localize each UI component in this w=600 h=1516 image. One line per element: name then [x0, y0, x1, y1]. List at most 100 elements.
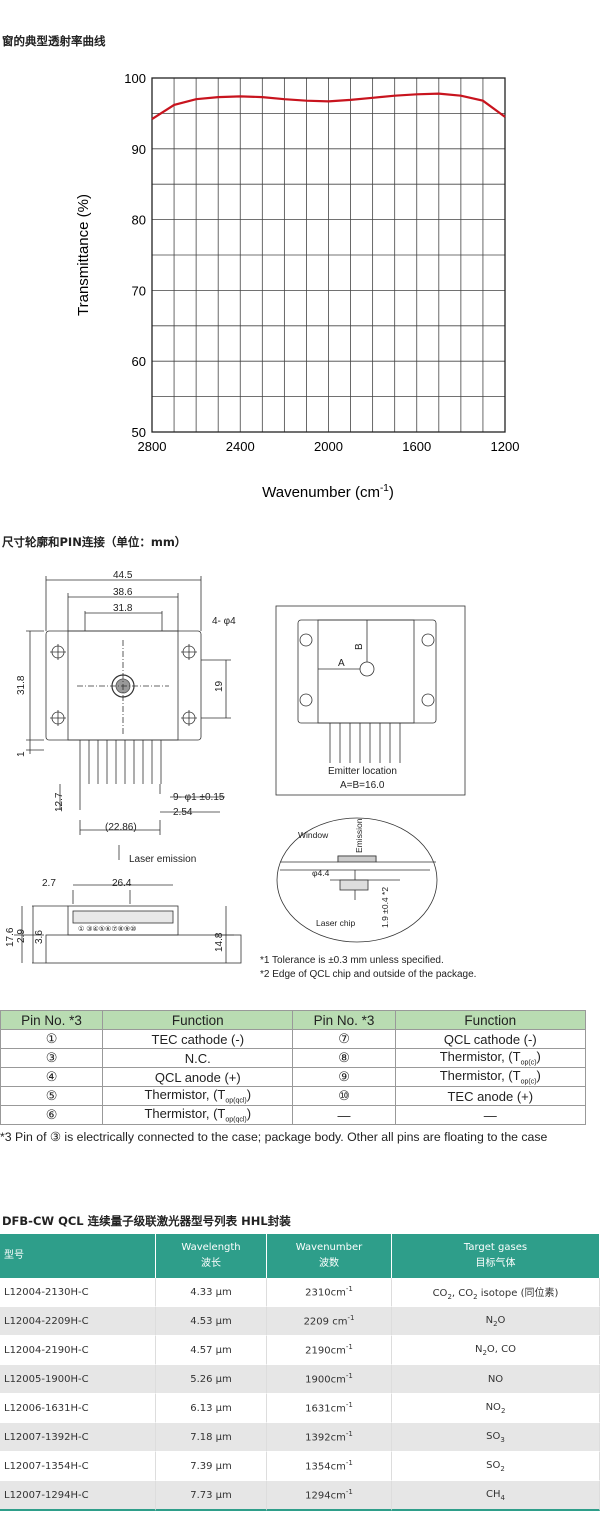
- pin-cell: —: [292, 1105, 396, 1125]
- phi-4-4-label: φ4.4: [312, 868, 330, 878]
- dim-4-phi4: 4- φ4: [212, 616, 236, 627]
- model-cell: 7.39 μm: [156, 1452, 267, 1481]
- pin-cell: Thermistor, (Top(qcl)): [102, 1086, 294, 1106]
- dim-2-7: 2.7: [42, 878, 56, 889]
- model-cell: L12007-1354H-C: [0, 1452, 156, 1481]
- model-cell: L12005-1900H-C: [0, 1365, 156, 1394]
- model-cell: 1354cm-1: [267, 1452, 392, 1481]
- pin-cell: TEC anode (+): [394, 1086, 587, 1106]
- model-cell: 7.73 μm: [156, 1481, 267, 1511]
- dim-2-54: 2.54: [173, 807, 193, 818]
- model-cell: 4.53 μm: [156, 1307, 267, 1336]
- section-title-model-list: DFB-CW QCL 连续量子级联激光器型号列表 HHL封装: [2, 1214, 291, 1228]
- window-label: Window: [298, 830, 329, 840]
- pin-header-2: Function: [102, 1010, 294, 1030]
- pin-cell: —: [394, 1105, 587, 1125]
- chart-xtick-label: 2400: [226, 439, 255, 454]
- dim-12-7: 12.7: [54, 792, 65, 812]
- model-cell: 6.13 μm: [156, 1394, 267, 1423]
- pin-cell: QCL cathode (-): [394, 1029, 587, 1049]
- emission-label: Emission: [354, 818, 364, 853]
- model-cell: 4.57 μm: [156, 1336, 267, 1365]
- pin-table: Pin No. *3 Function Pin No. *3 Function …: [0, 1010, 587, 1125]
- section-title-transmittance: 窗的典型透射率曲线: [2, 34, 106, 48]
- model-cell: 1294cm-1: [267, 1481, 392, 1511]
- pin-cell: ⑤: [0, 1086, 104, 1106]
- section-title-dimensions: 尺寸轮廓和PIN连接（单位：mm）: [2, 535, 187, 549]
- pin-cell: ⑦: [292, 1029, 396, 1049]
- dim-3-6: 3.6: [34, 930, 45, 944]
- table-row: ① TEC cathode (-) ⑦ QCL cathode (-): [0, 1029, 587, 1049]
- model-cell: CO2, CO2 isotope (同位素): [392, 1278, 600, 1307]
- model-cell: 1392cm-1: [267, 1423, 392, 1452]
- chart-ytick-label: 70: [132, 283, 146, 298]
- chart-ytick-label: 50: [132, 425, 146, 440]
- pin-cell: N.C.: [102, 1048, 294, 1068]
- chart-xtick-label: 1600: [402, 439, 431, 454]
- emitter-ab-label: A=B=16.0: [340, 780, 385, 791]
- model-cell: SO2: [392, 1452, 600, 1481]
- pin-cell: ⑩: [292, 1086, 396, 1106]
- dimension-drawing: 44.5 38.6 31.8 4- φ4 31.8 19 1 12.7 9- φ…: [5, 570, 476, 980]
- model-cell: SO3: [392, 1423, 600, 1452]
- model-cell: 2190cm-1: [267, 1336, 392, 1365]
- pin-numbers: ① ③④⑤⑥⑦⑧⑨⑩: [78, 925, 136, 933]
- model-cell: L12007-1392H-C: [0, 1423, 156, 1452]
- pin-cell: Thermistor, (Top(c)): [394, 1048, 587, 1068]
- transmittance-curve: [151, 92, 506, 121]
- table-row: ⑤ Thermistor, (Top(qcl)) ⑩ TEC anode (+): [0, 1086, 587, 1106]
- label-a: A: [338, 658, 345, 669]
- model-cell: NO: [392, 1365, 600, 1394]
- dim-1: 1: [16, 751, 27, 757]
- model-cell: L12004-2130H-C: [0, 1278, 156, 1307]
- chart-frame: [151, 77, 506, 433]
- note-edge: *2 Edge of QCL chip and outside of the p…: [260, 969, 476, 980]
- model-cell: 2310cm-1: [267, 1278, 392, 1307]
- model-cell: L12004-2190H-C: [0, 1336, 156, 1365]
- model-cell: L12004-2209H-C: [0, 1307, 156, 1336]
- model-cell: L12007-1294H-C: [0, 1481, 156, 1511]
- chart-ytick-label: 60: [132, 354, 146, 369]
- dim-31-8-top: 31.8: [113, 603, 133, 614]
- table-row: ③ N.C. ⑧ Thermistor, (Top(c)): [0, 1048, 587, 1068]
- pin-header-4: Function: [394, 1010, 587, 1030]
- model-cell: 1900cm-1: [267, 1365, 392, 1394]
- dim-19: 19: [214, 680, 225, 692]
- dim-9-phi1: 9- φ1 ±0.15: [173, 792, 225, 803]
- pin-header-1: Pin No. *3: [0, 1010, 104, 1030]
- laser-emission-label: Laser emission: [129, 854, 196, 865]
- pin-cell: ⑥: [0, 1105, 104, 1125]
- label-b: B: [354, 643, 365, 650]
- chart-xlabel: Wavenumber (cm-1): [262, 483, 394, 501]
- dim-26-4: 26.4: [112, 878, 132, 889]
- laser-chip-label: Laser chip: [316, 918, 355, 928]
- model-cell: 7.18 μm: [156, 1423, 267, 1452]
- model-cell: 5.26 μm: [156, 1365, 267, 1394]
- dim-2-9: 2.9: [16, 929, 27, 943]
- pin-cell: Thermistor, (Top(c)): [394, 1067, 587, 1087]
- chart-ytick-label: 90: [132, 142, 146, 157]
- model-cell: N2O: [392, 1307, 600, 1336]
- model-cell: N2O, CO: [392, 1336, 600, 1365]
- model-cell: 1631cm-1: [267, 1394, 392, 1423]
- chart-ytick-label: 80: [132, 213, 146, 228]
- model-cell: NO2: [392, 1394, 600, 1423]
- model-cell: 4.33 μm: [156, 1278, 267, 1307]
- emitter-location-label: Emitter location: [328, 766, 397, 777]
- chart-ytick-label: 100: [124, 71, 146, 86]
- pin-cell: Thermistor, (Top(qcl)): [102, 1105, 294, 1125]
- pin-cell: ⑧: [292, 1048, 396, 1068]
- dim-38-6: 38.6: [113, 587, 133, 598]
- pin-cell: ⑨: [292, 1067, 396, 1087]
- model-cell: 2209 cm-1: [267, 1307, 392, 1336]
- pin-cell: ④: [0, 1067, 104, 1087]
